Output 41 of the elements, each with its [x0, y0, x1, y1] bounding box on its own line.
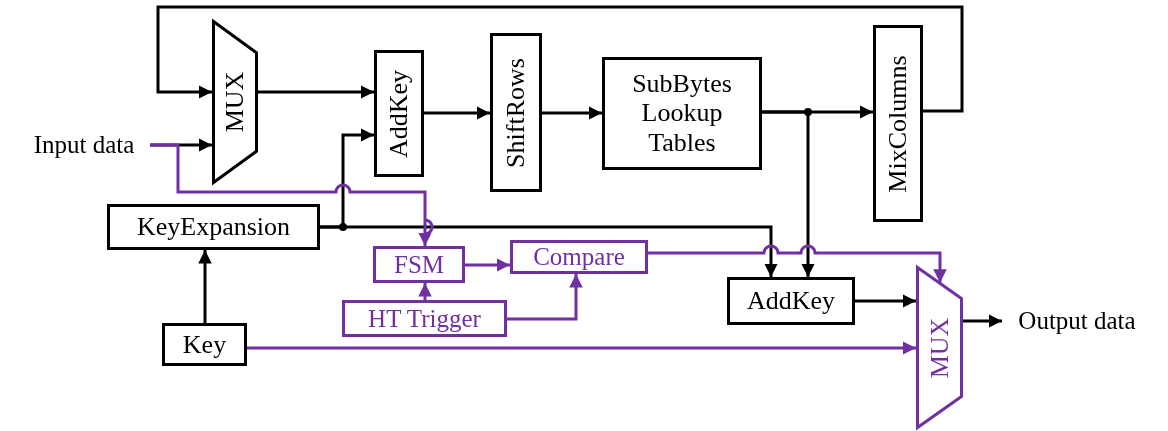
process-block	[510, 240, 648, 274]
process-block	[873, 25, 923, 222]
block-label: Compare	[533, 242, 625, 272]
connector-arrow	[258, 85, 374, 99]
mux-trapezoid	[212, 20, 258, 184]
connector-arrow	[198, 250, 212, 323]
process-block	[162, 323, 247, 366]
connector-arrow	[156, 5, 964, 113]
connector-arrow	[424, 106, 490, 120]
signal-label: Input data	[33, 130, 135, 160]
connector-arrow	[418, 283, 432, 300]
process-block	[342, 300, 507, 337]
block-label: AddKey	[384, 69, 414, 158]
connector-arrow	[963, 314, 1002, 328]
block-label: MUX	[924, 317, 955, 378]
connector-arrow	[855, 294, 916, 308]
block-label: AddKey	[746, 286, 836, 316]
connector-arrow	[542, 106, 602, 120]
process-block	[727, 277, 855, 325]
process-block	[490, 33, 542, 192]
block-label: MUX	[220, 71, 250, 133]
mux-trapezoid	[916, 266, 963, 429]
block-label: KeyExpansion	[136, 212, 291, 242]
block-label: HT Trigger	[368, 304, 481, 333]
block-label: Key	[182, 329, 227, 360]
connector-arrow	[247, 341, 916, 355]
block-label: FSM	[394, 250, 444, 279]
block-label: ShiftRows	[501, 57, 531, 168]
connector-arrow	[762, 110, 815, 277]
process-block	[374, 50, 424, 177]
block-label: SubBytes Lookup Tables	[631, 68, 733, 159]
connector-arrow	[648, 244, 947, 283]
connector-arrow	[150, 143, 434, 246]
signal-label: Output data	[1018, 306, 1136, 336]
connector-arrow	[465, 258, 510, 272]
block-label: MixColumns	[883, 54, 913, 193]
connector-arrow	[320, 225, 778, 277]
connector-arrow	[507, 274, 583, 321]
process-block	[602, 57, 762, 170]
process-block	[373, 246, 465, 283]
process-block	[107, 204, 320, 250]
